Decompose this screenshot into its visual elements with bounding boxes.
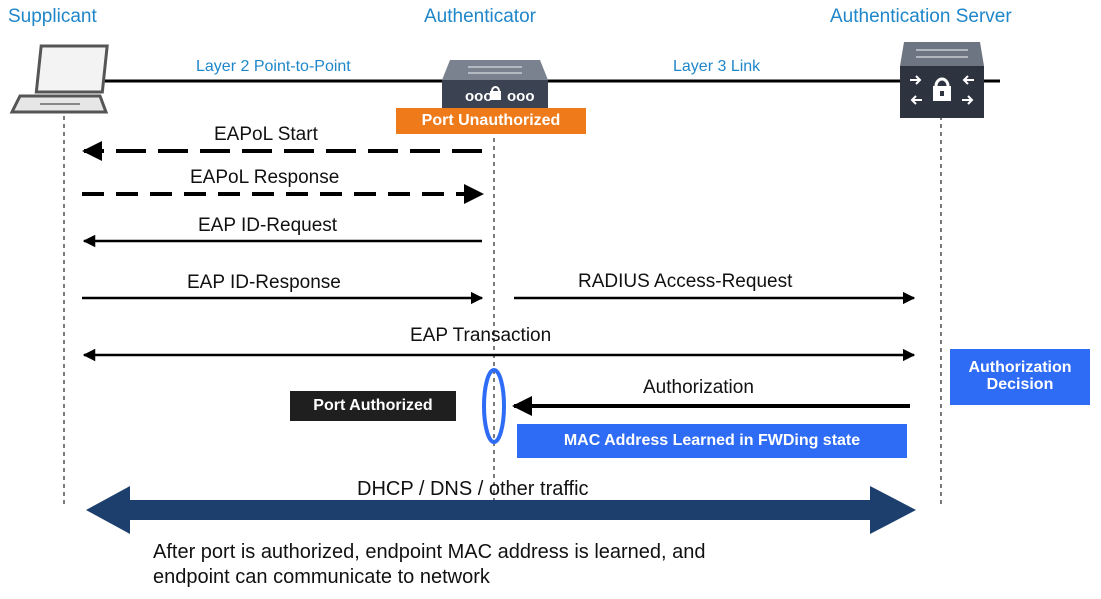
server-title: Authentication Server bbox=[830, 6, 1012, 27]
authorization-label: Authorization bbox=[643, 377, 754, 398]
eap-id-response-label: EAP ID-Response bbox=[187, 272, 341, 293]
eapol-start-label: EAPoL Start bbox=[214, 124, 318, 145]
footer-note: After port is authorized, endpoint MAC a… bbox=[153, 540, 706, 590]
eap-transaction-label: EAP Transaction bbox=[410, 325, 552, 346]
switch-icon: ooo ooo bbox=[442, 60, 548, 108]
eapol-response-label: EAPoL Response bbox=[190, 167, 340, 188]
footer-line-2: endpoint can communicate to network bbox=[153, 566, 490, 588]
authenticator-title: Authenticator bbox=[424, 6, 536, 27]
footer-line-1: After port is authorized, endpoint MAC a… bbox=[153, 541, 706, 563]
layer3-link-label: Layer 3 Link bbox=[673, 58, 761, 75]
supplicant-title: Supplicant bbox=[8, 6, 97, 27]
server-lock-icon bbox=[900, 42, 984, 118]
radius-access-request-label: RADIUS Access-Request bbox=[578, 271, 793, 292]
layer2-link-label: Layer 2 Point-to-Point bbox=[196, 58, 351, 75]
mac-learned-badge: MAC Address Learned in FWDing state bbox=[517, 424, 907, 458]
svg-text:ooo: ooo bbox=[507, 88, 535, 105]
laptop-icon bbox=[9, 44, 109, 114]
dhcp-dns-label: DHCP / DNS / other traffic bbox=[357, 478, 589, 500]
svg-text:ooo: ooo bbox=[465, 88, 493, 105]
port-authorized-badge: Port Authorized bbox=[290, 391, 456, 421]
authorization-decision-badge: Authorization Decision bbox=[950, 349, 1090, 405]
eap-id-request-label: EAP ID-Request bbox=[198, 215, 338, 236]
traffic-arrow bbox=[86, 486, 916, 534]
port-unauthorized-badge: Port Unauthorized bbox=[396, 108, 586, 134]
port-state-highlight bbox=[482, 368, 506, 444]
